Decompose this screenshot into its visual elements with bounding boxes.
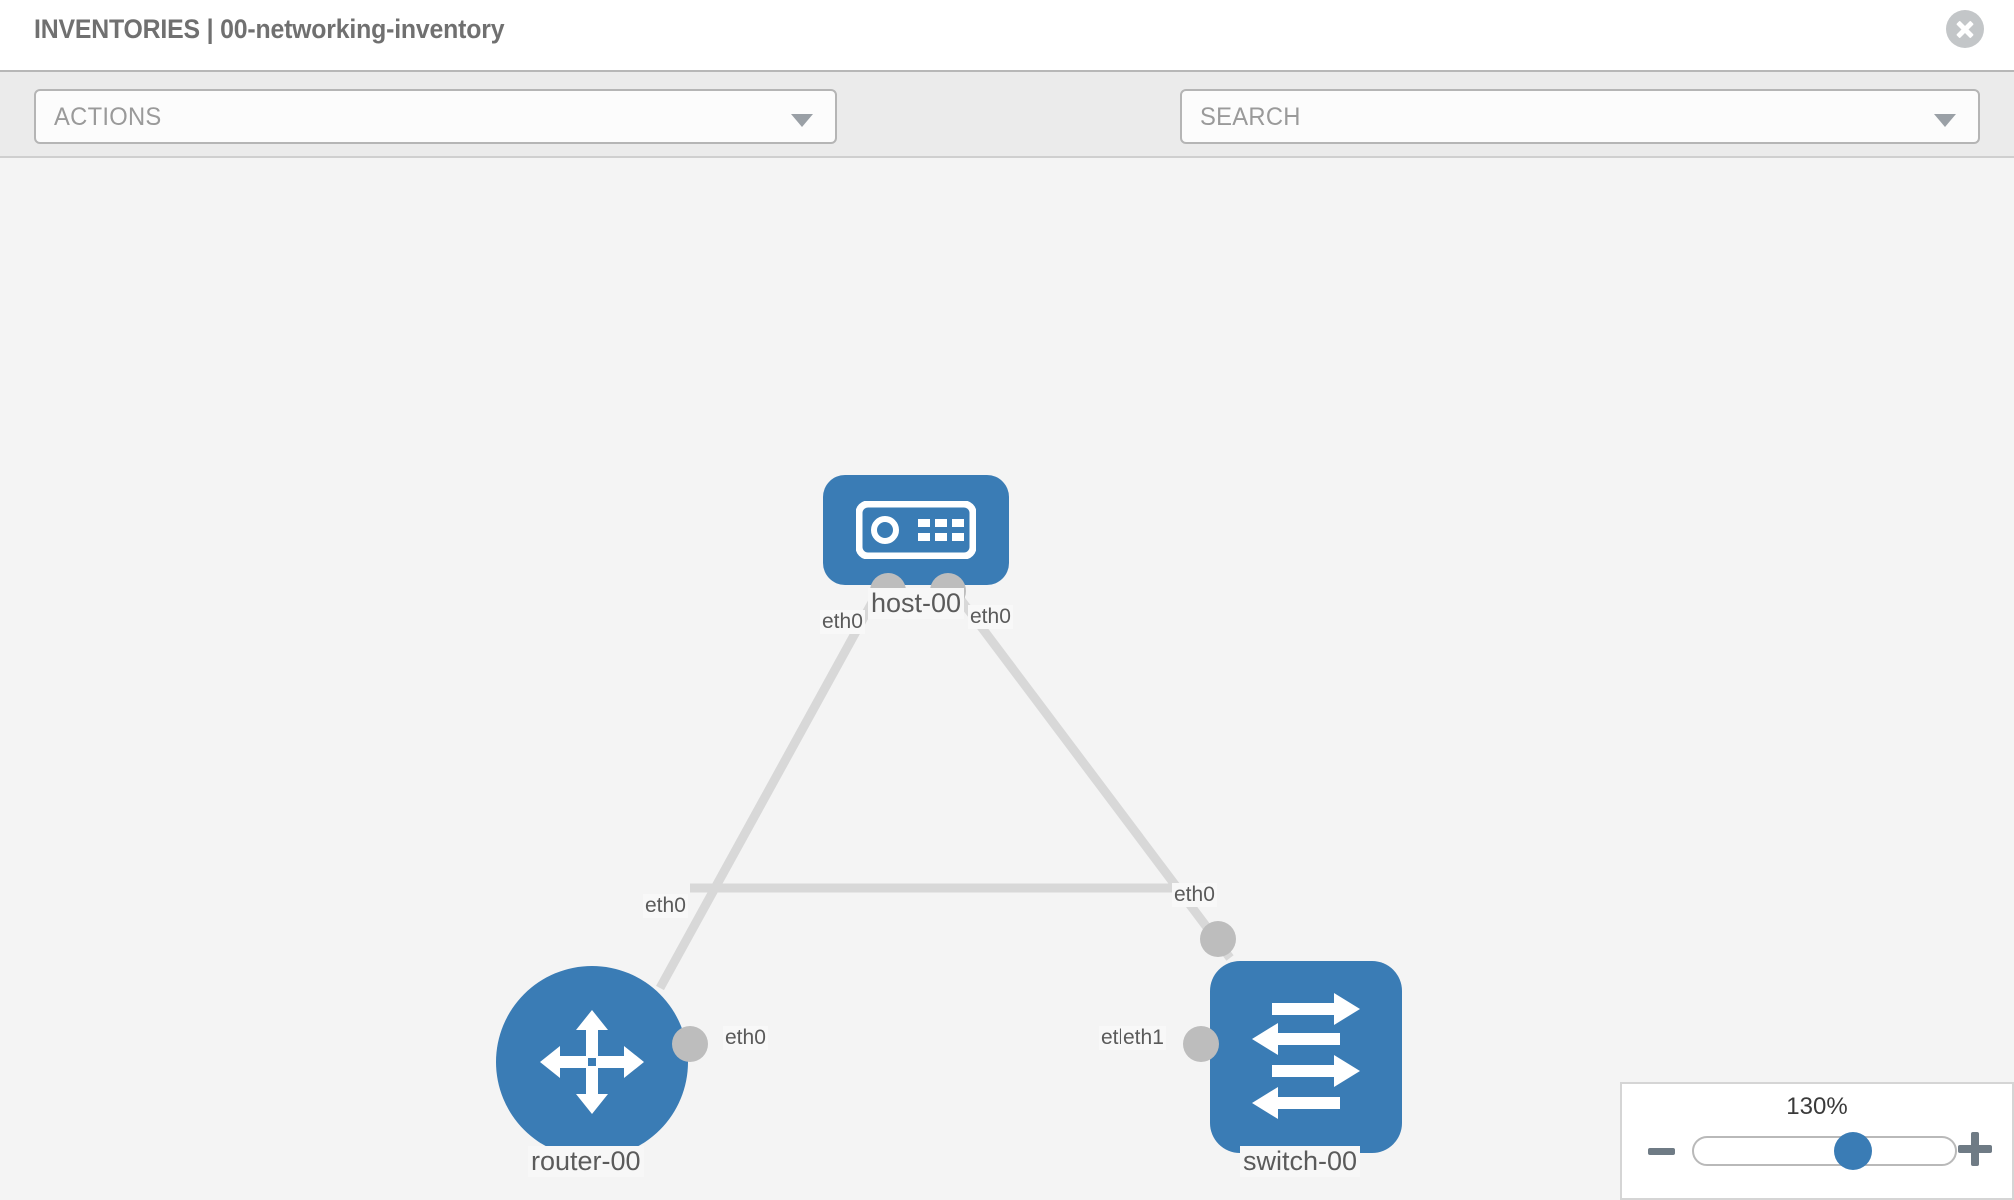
- node-shape-router: [496, 966, 688, 1158]
- chevron-down-icon: [791, 114, 813, 127]
- zoom-out-button[interactable]: [1648, 1138, 1675, 1165]
- connector-switch-eth0[interactable]: [1200, 921, 1236, 957]
- connector-router-eth0[interactable]: [672, 1026, 708, 1062]
- zoom-slider-thumb[interactable]: [1834, 1132, 1873, 1170]
- node-label-switch-00: switch-00: [1240, 1146, 1361, 1177]
- topology-node-host-00[interactable]: [823, 475, 1009, 585]
- edge-label-host-eth0-right: eth0: [968, 605, 1013, 629]
- edge-host-router: [656, 585, 884, 991]
- search-input-placeholder: SEARCH: [1200, 103, 1301, 131]
- node-label-router-00: router-00: [528, 1146, 644, 1177]
- close-icon[interactable]: [1946, 10, 1984, 48]
- page-header: INVENTORIES | 00-networking-inventory: [0, 0, 2014, 70]
- actions-dropdown[interactable]: ACTIONS: [34, 89, 837, 144]
- topology-node-switch-00[interactable]: [1210, 961, 1402, 1153]
- zoom-slider[interactable]: [1692, 1132, 1957, 1170]
- zoom-in-button[interactable]: [1958, 1132, 1992, 1166]
- edge-label-switch-eth1: eth1: [1121, 1026, 1166, 1050]
- node-shape-switch: [1210, 961, 1402, 1153]
- topology-node-router-00[interactable]: [496, 966, 688, 1158]
- search-input[interactable]: SEARCH: [1180, 89, 1980, 144]
- edge-label-router-uplink-eth0: eth0: [643, 894, 688, 918]
- switch-arrows-icon: [1252, 993, 1360, 1119]
- zoom-control-panel: 130%: [1620, 1082, 2014, 1200]
- actions-dropdown-label: ACTIONS: [54, 103, 162, 131]
- plus-icon-vertical: [1971, 1132, 1979, 1166]
- server-icon: [856, 501, 976, 559]
- minus-icon: [1648, 1148, 1675, 1155]
- edge-label-router-eth0: eth0: [723, 1026, 768, 1050]
- topology-canvas[interactable]: host-00 eth0 eth0 router-00 eth0 eth0: [0, 158, 2014, 1200]
- chevron-down-icon[interactable]: [1934, 114, 1956, 127]
- connector-switch-eth1[interactable]: [1183, 1026, 1219, 1062]
- node-label-host-00: host-00: [868, 588, 965, 619]
- router-arrows-icon: [540, 1010, 644, 1114]
- zoom-level-label: 130%: [1786, 1093, 1848, 1120]
- edge-label-switch-uplink-eth0: eth0: [1172, 883, 1217, 907]
- topology-edges: [656, 585, 1234, 991]
- toolbar: ACTIONS SEARCH: [0, 70, 2014, 205]
- node-shape-host: [823, 475, 1009, 585]
- edge-label-host-eth0-left: eth0: [820, 610, 865, 634]
- page-title: INVENTORIES | 00-networking-inventory: [34, 14, 505, 44]
